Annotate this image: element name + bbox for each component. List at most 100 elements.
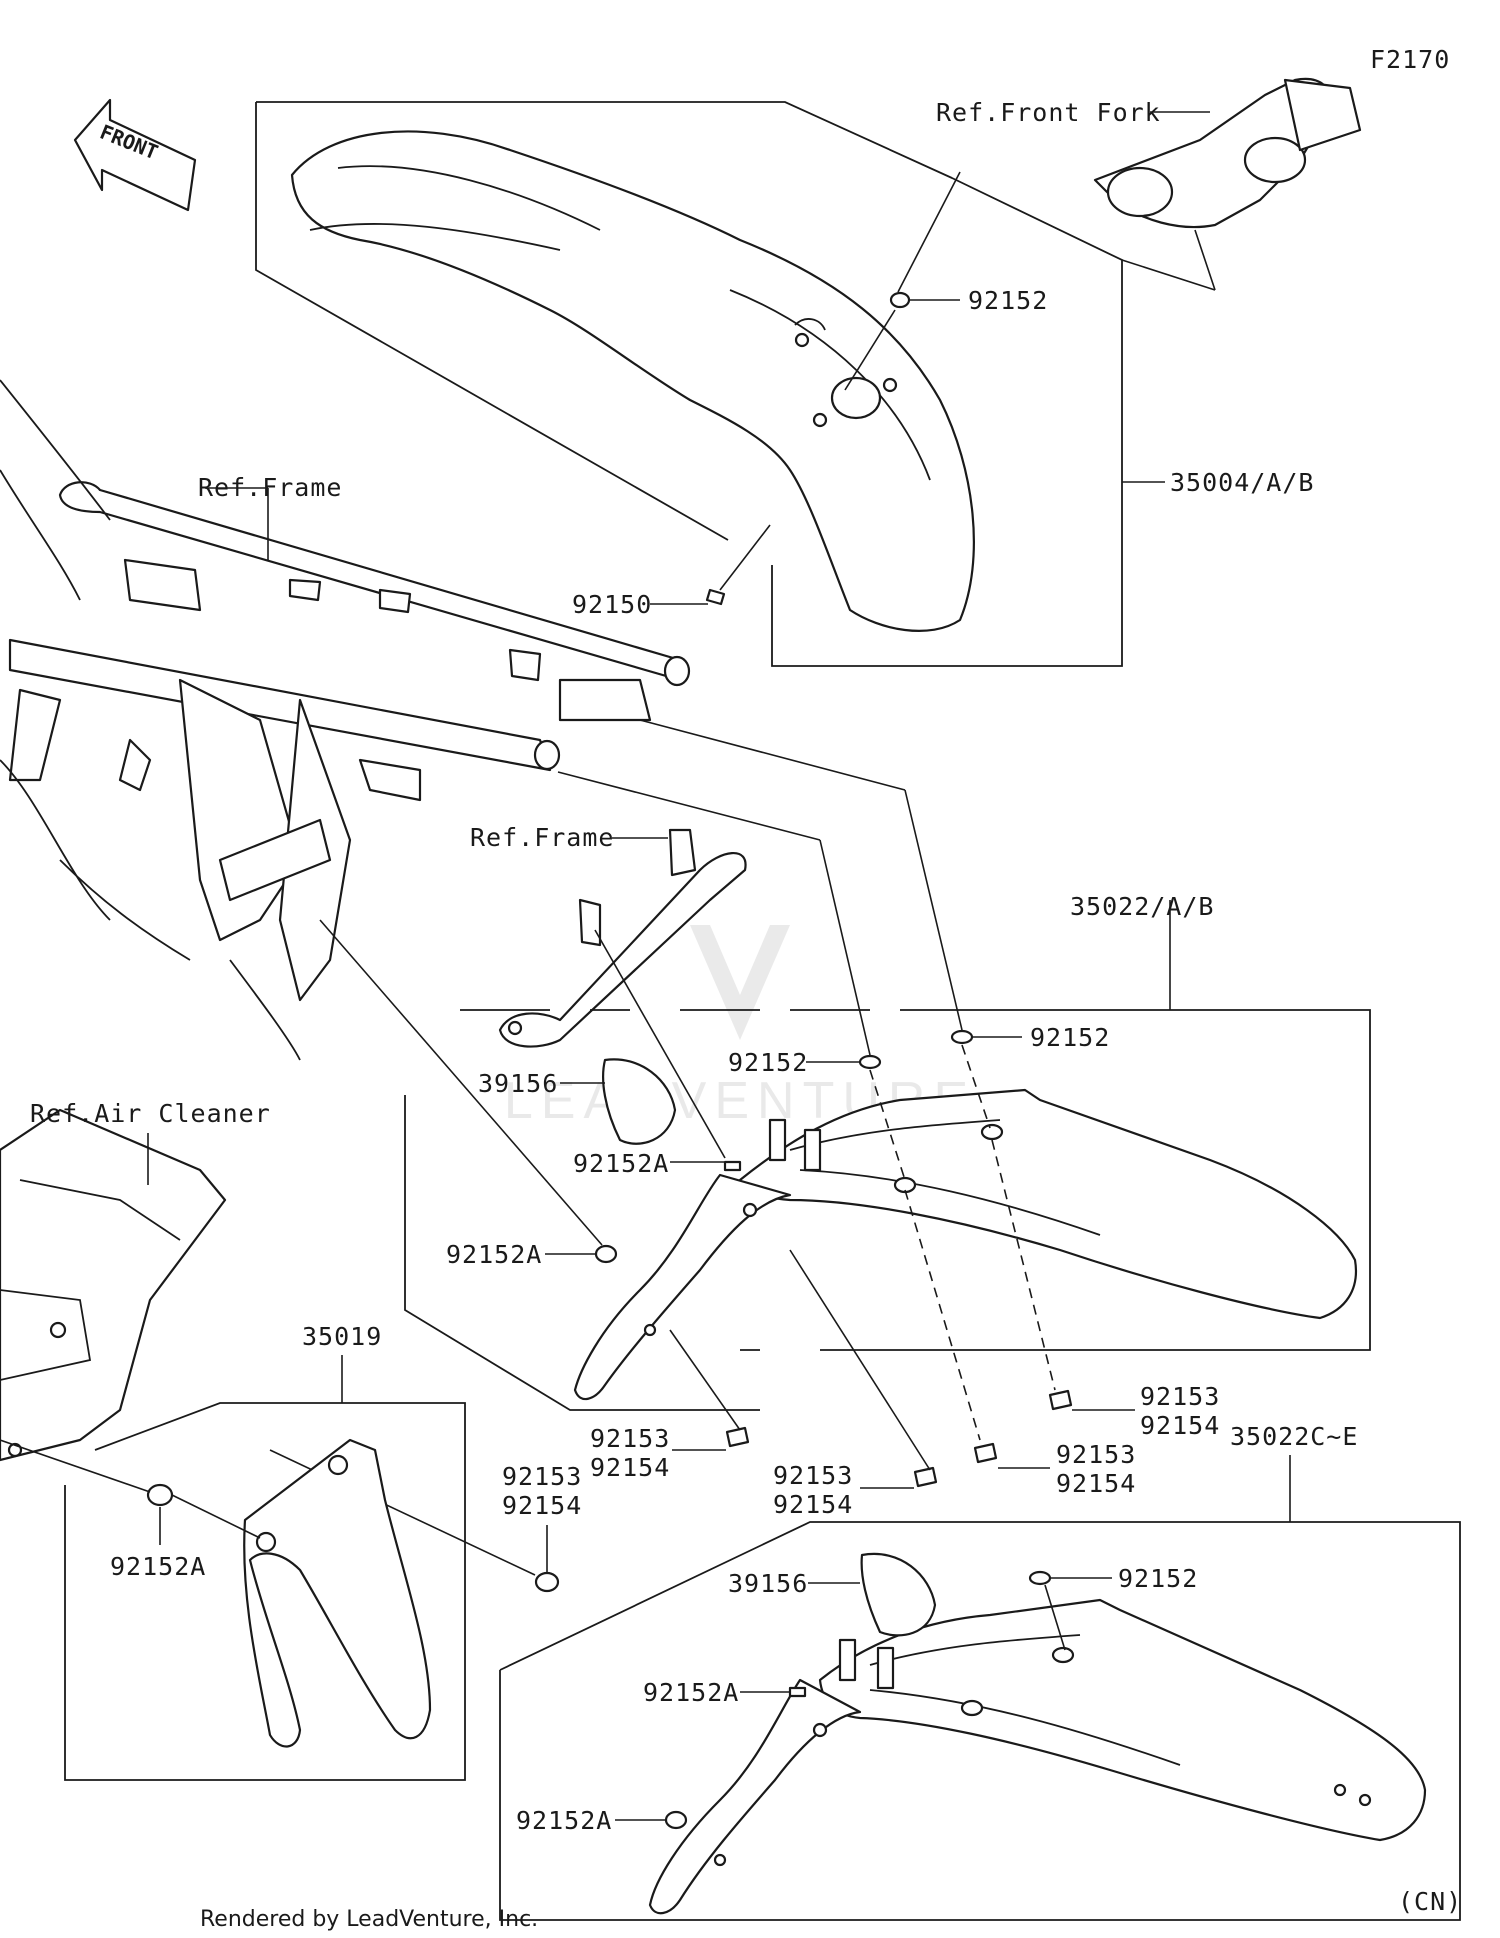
part-number-washer-b1: 92152	[1118, 1564, 1198, 1593]
assembly-line	[961, 1044, 991, 1129]
region-note: (CN)	[1398, 1887, 1462, 1916]
part-number-collar-a2: 92152A	[446, 1240, 542, 1269]
bolt-icon	[973, 1442, 998, 1464]
rear-fender-cn-tab-1	[838, 1638, 857, 1682]
rear-fender-line-2	[799, 1169, 1101, 1236]
rear-fender	[738, 1088, 1358, 1320]
frame-line-5	[229, 959, 301, 1061]
rear-fender-tab-1	[768, 1118, 787, 1162]
rear-fender-group-box	[460, 1009, 1371, 1351]
fender-crease-2	[309, 223, 561, 251]
part-number-rear-fender: 35022/A/B	[1070, 892, 1214, 921]
stay-cn-hole-2	[713, 1853, 727, 1867]
part-number-bolt-4b: 92154	[590, 1453, 670, 1482]
frame-bracket-ref: Ref.Frame	[470, 823, 747, 1048]
frame-line-1	[0, 379, 111, 521]
part-number-collar-c: 92152A	[110, 1552, 206, 1581]
rear-fender-hole-2	[980, 1123, 1004, 1141]
collar-icon	[723, 1160, 742, 1172]
frame-lower-rail	[8, 638, 552, 772]
frame-rear-bracket	[558, 678, 652, 722]
front-fender-group: 92152 92150 35004/A/B	[255, 101, 1314, 667]
leader-line	[319, 919, 603, 1246]
main-frame: Ref.Frame	[0, 379, 691, 1061]
part-number-pad-a: 39156	[478, 1069, 558, 1098]
rear-fender-cn-hole-1	[960, 1699, 984, 1717]
rear-fender-cn-stay	[648, 1678, 862, 1915]
part-number-mud-flap: 35019	[302, 1322, 382, 1351]
assembly-line	[869, 1069, 906, 1181]
leader-line	[1044, 1584, 1066, 1651]
part-number-front-fender: 35004/A/B	[1170, 468, 1314, 497]
frame-small-tab	[118, 738, 152, 792]
watermark-logo-icon	[690, 925, 790, 1040]
rear-fender-cn-line-2	[869, 1689, 1181, 1766]
frame-rear-bracket-part	[498, 852, 747, 1048]
pad-part	[602, 1058, 677, 1145]
air-cleaner-line-2	[0, 1289, 92, 1381]
leader-line	[719, 524, 771, 591]
rear-fender-cn-hole-4	[1358, 1793, 1372, 1807]
front-fender	[290, 130, 975, 632]
diagram-code: F2170	[1370, 45, 1450, 74]
stay-hole-2	[643, 1323, 657, 1337]
frame-line-2	[0, 469, 81, 601]
air-cleaner-hole	[49, 1321, 67, 1339]
part-number-bolt-5: 92153	[502, 1462, 582, 1491]
leader-line	[819, 839, 871, 1056]
bolt-icon	[705, 588, 726, 606]
ref-air-cleaner: Ref.Air Cleaner	[30, 1099, 271, 1128]
bolt-icon	[534, 1571, 560, 1593]
frame-tab-2	[378, 588, 412, 614]
part-number-bolt-3: 92153	[773, 1461, 853, 1490]
washer-icon	[858, 1054, 882, 1070]
rear-fender-tab-2	[803, 1128, 822, 1172]
rear-fender-cn	[818, 1598, 1427, 1842]
rear-fender-cn-group: 35022C~E 39156 92152 92152A 92152A (CN)	[499, 1422, 1462, 1921]
leader-line	[789, 1249, 931, 1471]
collar-icon	[788, 1686, 807, 1698]
frame-tab-1	[288, 578, 322, 602]
part-number-bolt-2b: 92154	[1056, 1469, 1136, 1498]
front-direction-arrow-icon: FRONT	[73, 98, 197, 212]
part-number-rear-fender-cn: 35022C~E	[1230, 1422, 1358, 1451]
front-fork-ref: Ref.Front Fork	[936, 77, 1362, 291]
washer-icon	[1028, 1570, 1052, 1586]
bracket-tab-2	[578, 898, 602, 947]
ref-front-fork: Ref.Front Fork	[936, 98, 1161, 127]
rear-fender-cn-line	[869, 1634, 1081, 1666]
collar-icon	[664, 1810, 688, 1830]
frame-rail-end-1	[663, 655, 691, 687]
mud-flap-hole-2	[327, 1454, 349, 1476]
fender-bolt-hole-2	[812, 412, 828, 428]
assembly-line	[991, 1139, 1056, 1391]
mud-flap-hole-1	[255, 1531, 277, 1553]
bolts: 92153 92154 92153 92154 92153 92154 9215…	[269, 1249, 1219, 1593]
mud-flap-group: Ref.Air Cleaner 35019 92152A	[0, 1099, 466, 1781]
frame-bracket-1	[123, 558, 202, 612]
fender-bolt-hole-3	[882, 377, 898, 393]
part-number-front-fender-washer: 92152	[968, 286, 1048, 315]
bolt-icon	[1048, 1389, 1073, 1411]
rear-fender-cn-hole-2	[1051, 1646, 1075, 1664]
leader-line	[1194, 229, 1216, 291]
leader-line	[594, 929, 726, 1159]
fork-tube-clamp-right	[1243, 136, 1307, 184]
leader-line	[557, 771, 821, 841]
bolt-icon	[913, 1466, 938, 1488]
rear-fender-group-box-left	[404, 1095, 760, 1411]
rear-fender-cn-hole-3	[1333, 1783, 1347, 1797]
stay-hole	[742, 1202, 758, 1218]
fork-tube-top	[1283, 78, 1362, 152]
part-number-bolt-3b: 92154	[773, 1490, 853, 1519]
rear-fender-group: 35022/A/B 39156 92152 92152 92152A 92152…	[319, 719, 1371, 1441]
part-number-collar-b2: 92152A	[516, 1806, 612, 1835]
rear-fender-cn-box	[499, 1521, 1461, 1921]
part-number-collar-b1: 92152A	[643, 1678, 739, 1707]
assembly-line	[904, 1189, 981, 1441]
rear-fender-hole-1	[893, 1176, 917, 1194]
washer-icon	[889, 291, 911, 309]
leader-line	[1121, 259, 1216, 291]
bracket-tab	[668, 828, 697, 877]
